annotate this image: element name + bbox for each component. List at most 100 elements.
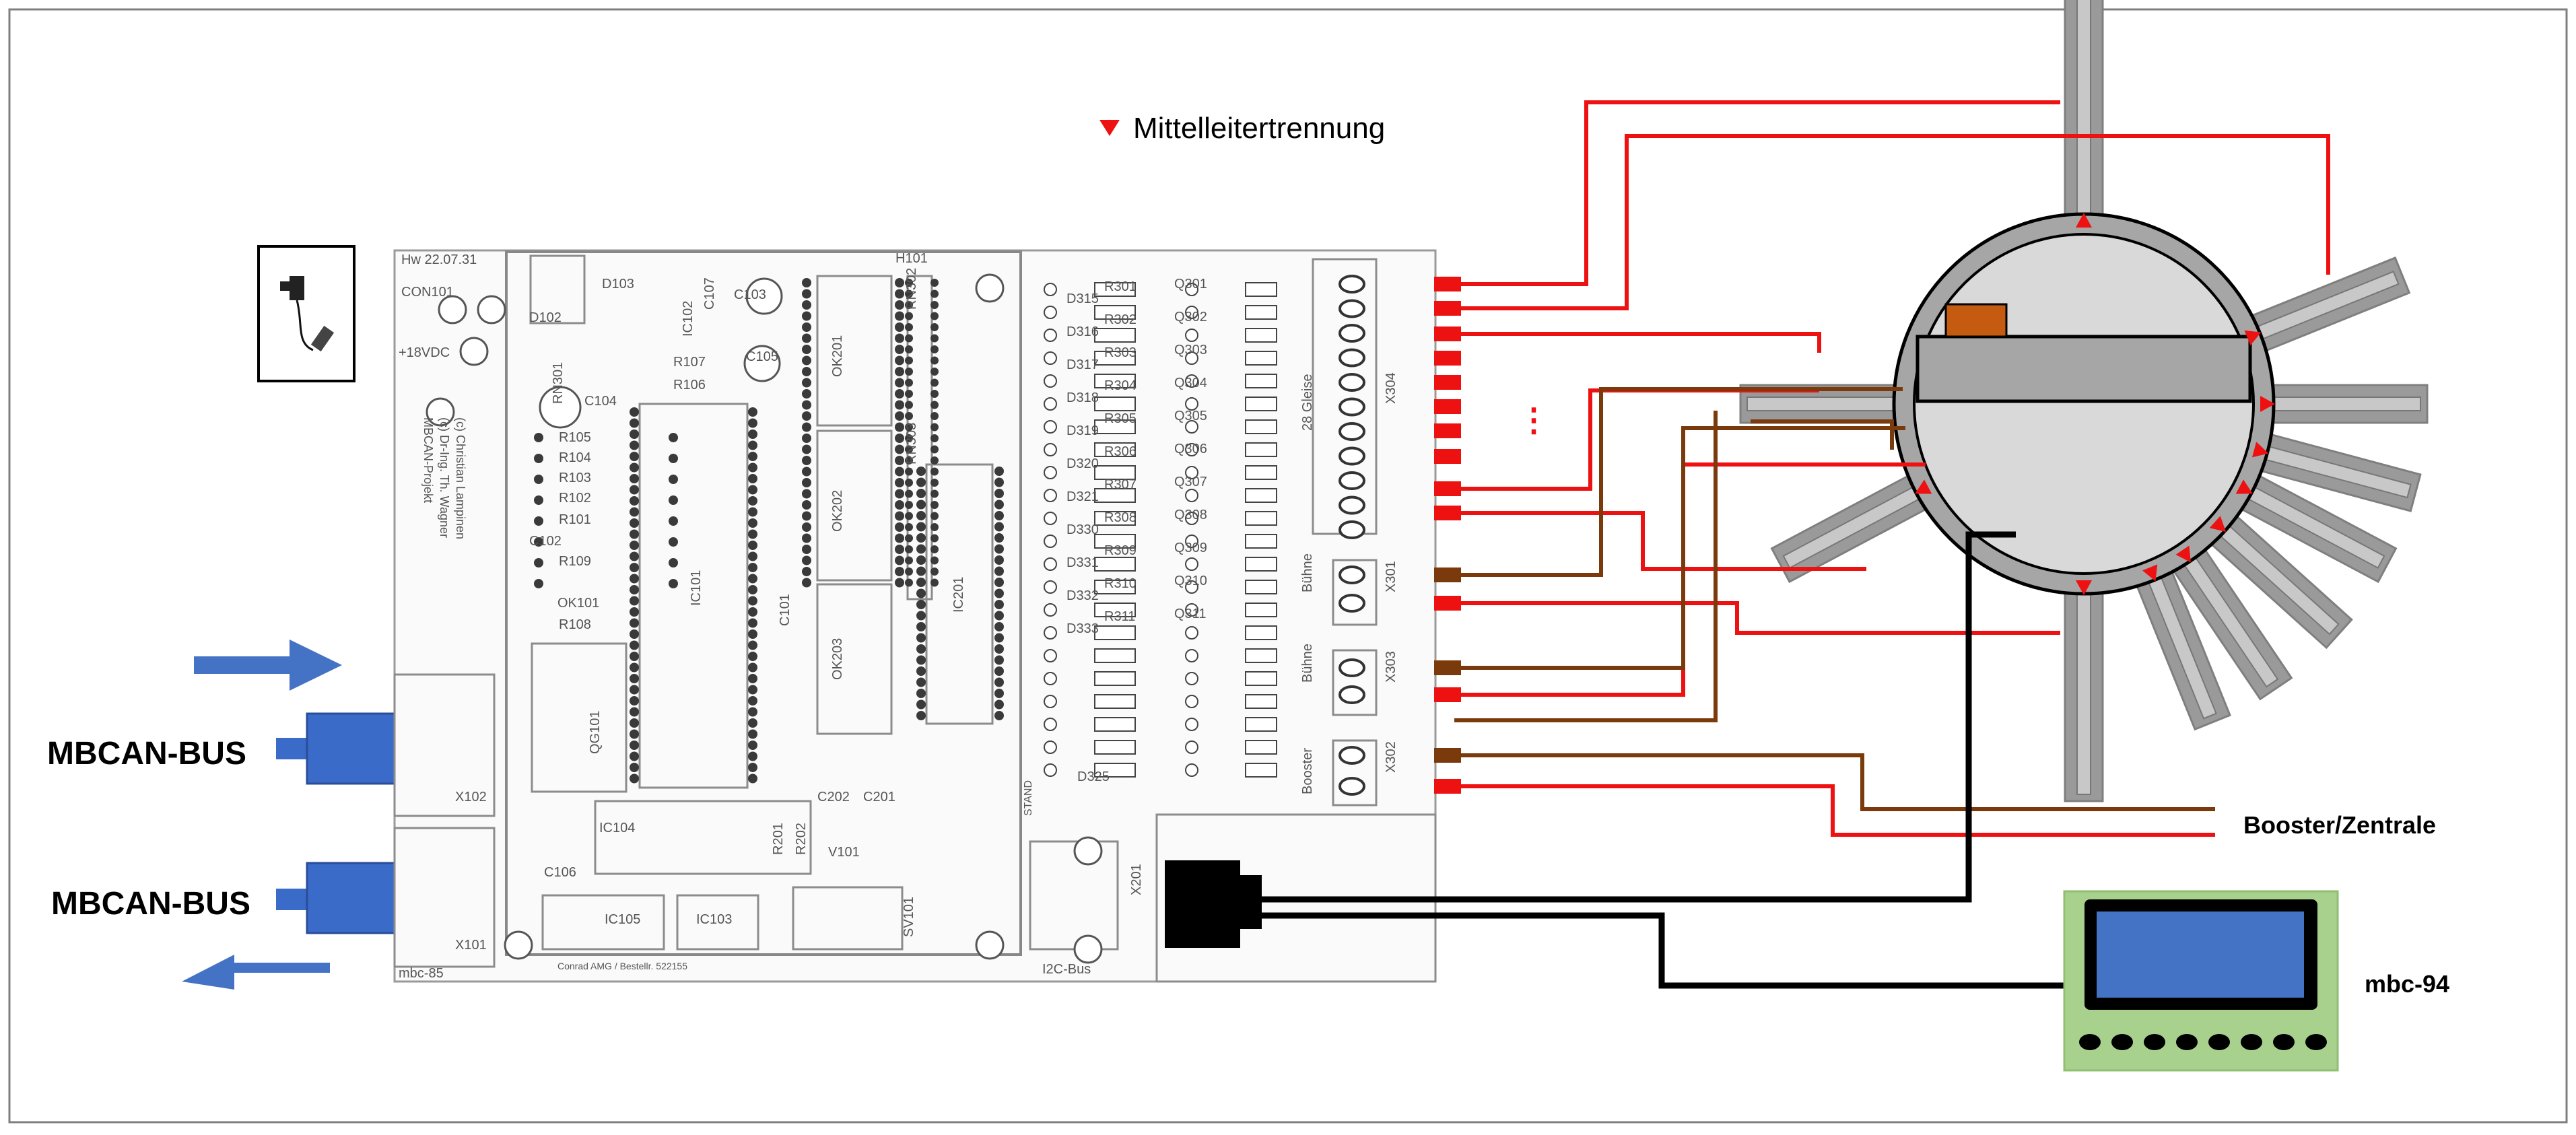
separator-marker-icon <box>2251 442 2269 458</box>
q-label: Q309 <box>1174 541 1207 555</box>
pad <box>748 563 757 572</box>
transistor-pad <box>1185 763 1198 777</box>
pad <box>895 411 904 421</box>
controller-button[interactable] <box>2111 1034 2133 1050</box>
pad <box>905 445 913 454</box>
led-pad <box>1044 329 1057 342</box>
pad <box>802 545 811 554</box>
pad <box>994 588 1004 598</box>
pad <box>994 511 1004 520</box>
ic-v101: RN301 <box>551 362 566 404</box>
pad <box>994 477 1004 487</box>
pad <box>905 279 913 287</box>
q-label: Q305 <box>1174 409 1207 423</box>
turntable-bridge <box>1916 335 2252 403</box>
pad <box>748 763 757 772</box>
pad <box>930 489 939 498</box>
pad <box>895 533 904 543</box>
terminal-pin <box>1338 299 1365 318</box>
pad <box>630 541 639 550</box>
d-label: D332 <box>1066 588 1099 603</box>
cap-c202: C202 <box>817 790 850 804</box>
terminal-pin <box>1338 685 1365 704</box>
mount-hole <box>504 930 533 960</box>
cap-c102: C102 <box>529 534 562 549</box>
terminal-pin <box>1338 422 1365 441</box>
resistor-body <box>1094 351 1136 366</box>
separator-marker-icon <box>2076 213 2092 228</box>
pad <box>802 533 811 543</box>
led-pad <box>1044 283 1057 296</box>
connector-x101: X101 <box>455 938 487 953</box>
connector-sv101: SV101 <box>902 897 916 937</box>
separator-marker-icon <box>2244 330 2262 345</box>
ic-ic104: IC104 <box>599 821 635 835</box>
pad <box>748 696 757 706</box>
pad <box>630 518 639 528</box>
pad <box>630 629 639 639</box>
transistor-pad <box>1185 695 1198 708</box>
pad <box>916 622 926 631</box>
controller-button[interactable] <box>2208 1034 2230 1050</box>
output-terminal <box>1434 423 1461 438</box>
pad <box>994 699 1004 710</box>
pad <box>916 555 926 565</box>
diode-body <box>1245 740 1277 755</box>
pad <box>669 475 678 484</box>
pad <box>994 533 1004 543</box>
pad <box>930 523 939 531</box>
mount-hole <box>459 337 489 366</box>
mount-hole <box>1073 836 1103 866</box>
output-terminal <box>1434 449 1461 464</box>
pad <box>748 685 757 695</box>
pad <box>748 773 757 784</box>
pad <box>930 434 939 442</box>
controller-button[interactable] <box>2144 1034 2165 1050</box>
terminal-pin <box>1338 565 1365 584</box>
pad <box>916 566 926 576</box>
pad <box>802 411 811 421</box>
wire-brown-2 <box>1454 426 1905 670</box>
pad <box>895 355 904 366</box>
separator-marker-icon <box>2209 516 2227 532</box>
diode-body <box>1245 763 1277 778</box>
pad <box>748 551 757 561</box>
pad <box>905 368 913 376</box>
diode-body <box>1245 282 1277 297</box>
pad <box>916 600 926 609</box>
controller-mbc94 <box>2063 890 2339 1072</box>
r-label: R302 <box>1104 312 1137 327</box>
controller-button[interactable] <box>2176 1034 2198 1050</box>
controller-button[interactable] <box>2305 1034 2327 1050</box>
pad <box>630 418 639 428</box>
controller-button[interactable] <box>2079 1034 2101 1050</box>
transistor-pad <box>1185 557 1198 571</box>
q-label: Q304 <box>1174 376 1207 390</box>
led-pad <box>1044 420 1057 434</box>
pad <box>916 655 926 665</box>
board-version: Hw 22.07.31 <box>401 252 477 267</box>
pad <box>802 567 811 576</box>
pad <box>630 407 639 417</box>
led-pad <box>1044 718 1057 731</box>
pad <box>748 596 757 606</box>
output-terminal <box>1434 506 1461 520</box>
d-label: D320 <box>1066 456 1099 471</box>
controller-button[interactable] <box>2273 1034 2295 1050</box>
ic-dc201: V101 <box>828 845 860 860</box>
pad <box>630 485 639 495</box>
resistor-body <box>1094 442 1136 457</box>
diode-body <box>1245 671 1277 686</box>
pad <box>802 467 811 477</box>
mount-hole <box>477 295 506 324</box>
transistor-pad <box>1185 443 1198 456</box>
pad <box>905 578 913 587</box>
led-pad <box>1044 763 1057 777</box>
pad <box>930 568 939 576</box>
bus-out-arrow-icon <box>182 955 330 990</box>
output-terminal <box>1434 748 1461 763</box>
ic-ic201: IC201 <box>951 577 966 613</box>
controller-button[interactable] <box>2241 1034 2262 1050</box>
pad <box>895 311 904 321</box>
